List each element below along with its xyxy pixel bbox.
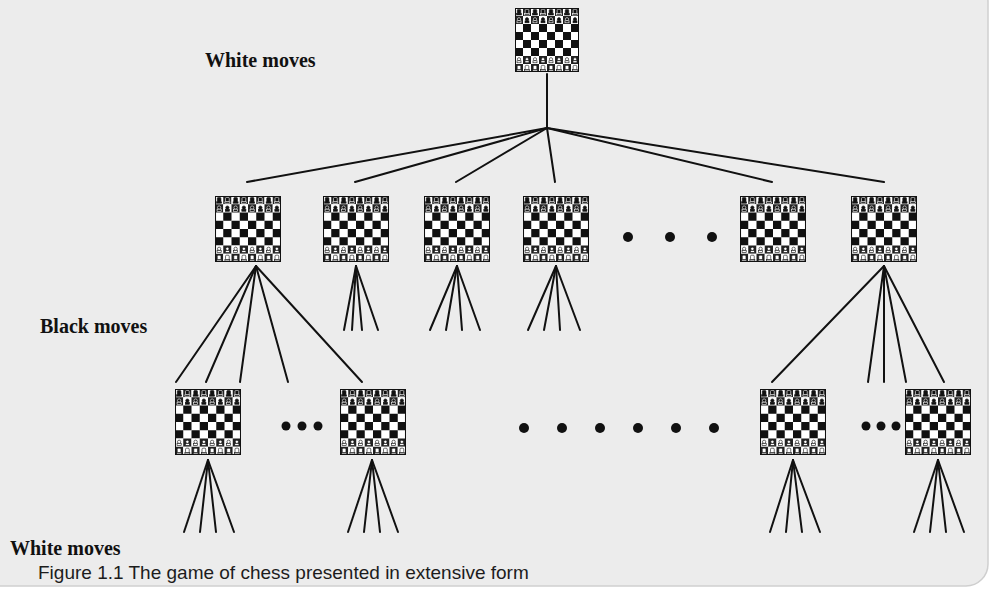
move-label: White moves xyxy=(205,49,316,72)
chessboard xyxy=(760,389,826,455)
chessboard xyxy=(424,196,490,262)
chessboard xyxy=(323,196,389,262)
chessboard xyxy=(175,389,241,455)
move-label: White moves xyxy=(10,537,121,560)
chessboard xyxy=(515,8,579,72)
chessboard xyxy=(523,196,589,262)
chessboard xyxy=(740,196,806,262)
ellipsis-dots xyxy=(282,232,901,433)
figure-caption: Figure 1.1 The game of chess presented i… xyxy=(38,562,529,584)
chessboard-group xyxy=(175,8,971,455)
chessboard xyxy=(215,196,281,262)
chessboard xyxy=(340,389,406,455)
tree-lines xyxy=(176,74,964,532)
chessboard xyxy=(851,196,917,262)
move-label: Black moves xyxy=(40,315,147,338)
chessboard xyxy=(905,389,971,455)
